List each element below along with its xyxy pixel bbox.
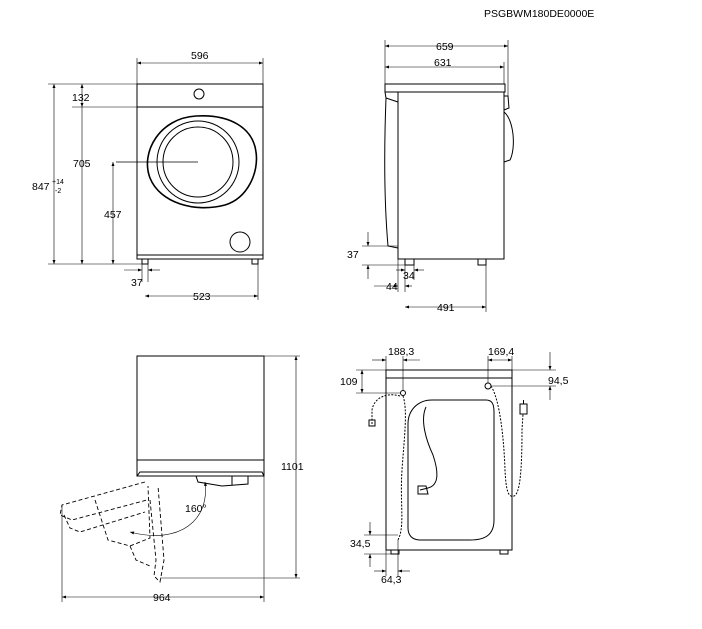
side-knob bbox=[503, 95, 510, 111]
top-front-bevel bbox=[136, 471, 265, 477]
rear-view: 188,3 169,4 109 94,5 34,5 64,3 bbox=[340, 346, 569, 586]
door-angle-arc bbox=[129, 481, 208, 536]
side-foot-front bbox=[477, 258, 487, 266]
drain-hose-outlet bbox=[400, 390, 406, 396]
rear-body bbox=[385, 369, 513, 551]
rear-foot-right bbox=[499, 549, 509, 555]
rear-panel bbox=[407, 399, 495, 541]
front-body bbox=[136, 83, 264, 260]
dim-door-opening-depth: 964 bbox=[153, 592, 171, 604]
door-swing-curve bbox=[129, 545, 151, 567]
dim-side-foot-spacing: 491 bbox=[437, 302, 455, 314]
model-code: PSGBWM180DE0000E bbox=[484, 8, 594, 20]
inlet-valve bbox=[484, 382, 492, 390]
filter-cap bbox=[229, 231, 251, 253]
drain-hose-end bbox=[371, 394, 401, 426]
dim-front-width: 596 bbox=[191, 50, 209, 62]
dim-front-total-height: 847 bbox=[32, 181, 50, 193]
side-view: 659 631 37 34 44 491 bbox=[347, 40, 514, 314]
dim-front-total-height-tol-upper: +14 bbox=[52, 179, 64, 186]
door-outer bbox=[146, 115, 258, 209]
door-swing-lower bbox=[149, 485, 165, 583]
side-door-bulge bbox=[503, 111, 514, 163]
open-door-outline bbox=[59, 481, 148, 521]
dim-front-foot-spacing: 523 bbox=[193, 291, 211, 303]
front-foot-left bbox=[141, 258, 149, 265]
side-foot-rear bbox=[404, 258, 415, 266]
door-open-view: 160° 1101 964 bbox=[59, 355, 304, 604]
top-body bbox=[136, 355, 265, 477]
drain-hose bbox=[397, 395, 406, 541]
dim-door-angle: 160° bbox=[185, 503, 207, 515]
program-knob bbox=[193, 88, 205, 100]
dim-rear-bottom-foot-offset: 64,3 bbox=[381, 574, 402, 586]
side-top-panel bbox=[384, 83, 506, 93]
rear-foot-left bbox=[390, 549, 400, 555]
power-cable bbox=[419, 406, 438, 491]
dim-front-door-bottom-height: 457 bbox=[104, 209, 122, 221]
dim-rear-hose-right-offset: 169,4 bbox=[488, 346, 514, 358]
door-swing-upper bbox=[94, 485, 151, 547]
open-door-lower bbox=[63, 511, 146, 533]
dim-side-depth-body: 631 bbox=[434, 57, 452, 69]
power-plug bbox=[417, 485, 429, 495]
dim-door-total-height: 1101 bbox=[281, 461, 304, 473]
inlet-hose bbox=[490, 385, 524, 497]
dim-front-top-offset: 132 bbox=[72, 92, 90, 104]
dim-front-total-height-tol-lower: -2 bbox=[55, 188, 61, 195]
front-view: 596 847 +14 -2 132 705 457 37 523 bbox=[32, 50, 264, 303]
dim-side-foot-height: 37 bbox=[347, 249, 359, 261]
inlet-hose-connector bbox=[519, 403, 528, 415]
front-foot-right bbox=[251, 258, 259, 265]
dim-rear-top-offset-right: 94,5 bbox=[548, 375, 569, 387]
dim-side-depth-total: 659 bbox=[436, 41, 454, 53]
side-rear-contour bbox=[384, 97, 399, 249]
dim-front-door-center-height: 705 bbox=[73, 158, 91, 170]
dim-rear-bottom-foot-height: 34,5 bbox=[350, 538, 371, 550]
drain-hose-tip bbox=[368, 419, 376, 427]
dim-rear-hose-left-offset: 188,3 bbox=[388, 346, 414, 358]
side-rear-lip bbox=[384, 91, 399, 103]
dim-side-foot-offset: 44 bbox=[386, 281, 398, 293]
side-body bbox=[397, 91, 505, 260]
dim-rear-top-offset-left: 109 bbox=[340, 376, 358, 388]
dim-front-foot-offset: 37 bbox=[131, 277, 143, 289]
top-door-handle bbox=[195, 475, 249, 487]
dim-side-foot-width: 34 bbox=[403, 270, 415, 282]
